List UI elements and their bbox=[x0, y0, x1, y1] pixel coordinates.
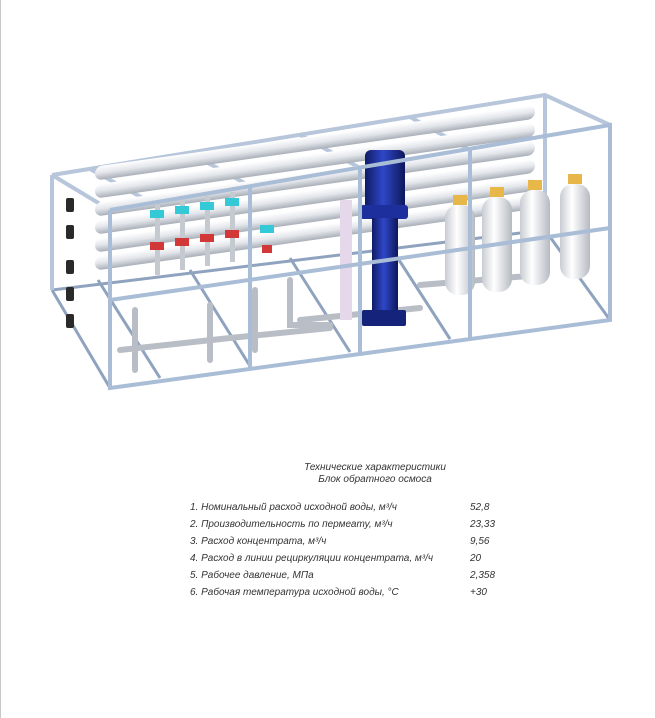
spec-row: 2. Производительность по пермеату, м³/ч … bbox=[0, 519, 655, 533]
spec-label: 5. Рабочее давление, МПа bbox=[190, 570, 314, 581]
reverse-osmosis-unit-render bbox=[50, 92, 612, 391]
spec-value: 20 bbox=[470, 553, 482, 564]
spec-row: 3. Расход концентрата, м³/ч 9,56 bbox=[0, 536, 655, 550]
spec-value: 52,8 bbox=[470, 502, 490, 513]
spec-label: 4. Расход в линии рециркуляции концентра… bbox=[190, 553, 434, 564]
spec-label: 2. Производительность по пермеату, м³/ч bbox=[190, 519, 393, 530]
spec-value: 2,358 bbox=[470, 570, 496, 581]
spec-row: 6. Рабочая температура исходной воды, °С… bbox=[0, 587, 655, 601]
specs-title-line1: Технические характеристики bbox=[304, 462, 446, 473]
page-edge-line bbox=[0, 0, 1, 718]
spec-value: 9,56 bbox=[470, 536, 490, 547]
front-frame bbox=[108, 122, 612, 391]
spec-value: +30 bbox=[470, 587, 487, 598]
spec-row: 1. Номинальный расход исходной воды, м³/… bbox=[0, 502, 655, 516]
spec-label: 1. Номинальный расход исходной воды, м³/… bbox=[190, 502, 397, 513]
manifold-valves bbox=[150, 192, 274, 275]
vessel-end-caps bbox=[66, 198, 74, 328]
spec-row: 5. Рабочее давление, МПа 2,358 bbox=[0, 570, 655, 584]
spec-label: 6. Рабочая температура исходной воды, °С bbox=[190, 587, 399, 598]
specs-title-line2: Блок обратного осмоса bbox=[318, 474, 432, 485]
spec-value: 23,33 bbox=[470, 519, 496, 530]
spec-label: 3. Расход концентрата, м³/ч bbox=[190, 536, 327, 547]
spec-row: 4. Расход в линии рециркуляции концентра… bbox=[0, 553, 655, 567]
specs-title: Технические характеристики Блок обратног… bbox=[290, 462, 460, 486]
